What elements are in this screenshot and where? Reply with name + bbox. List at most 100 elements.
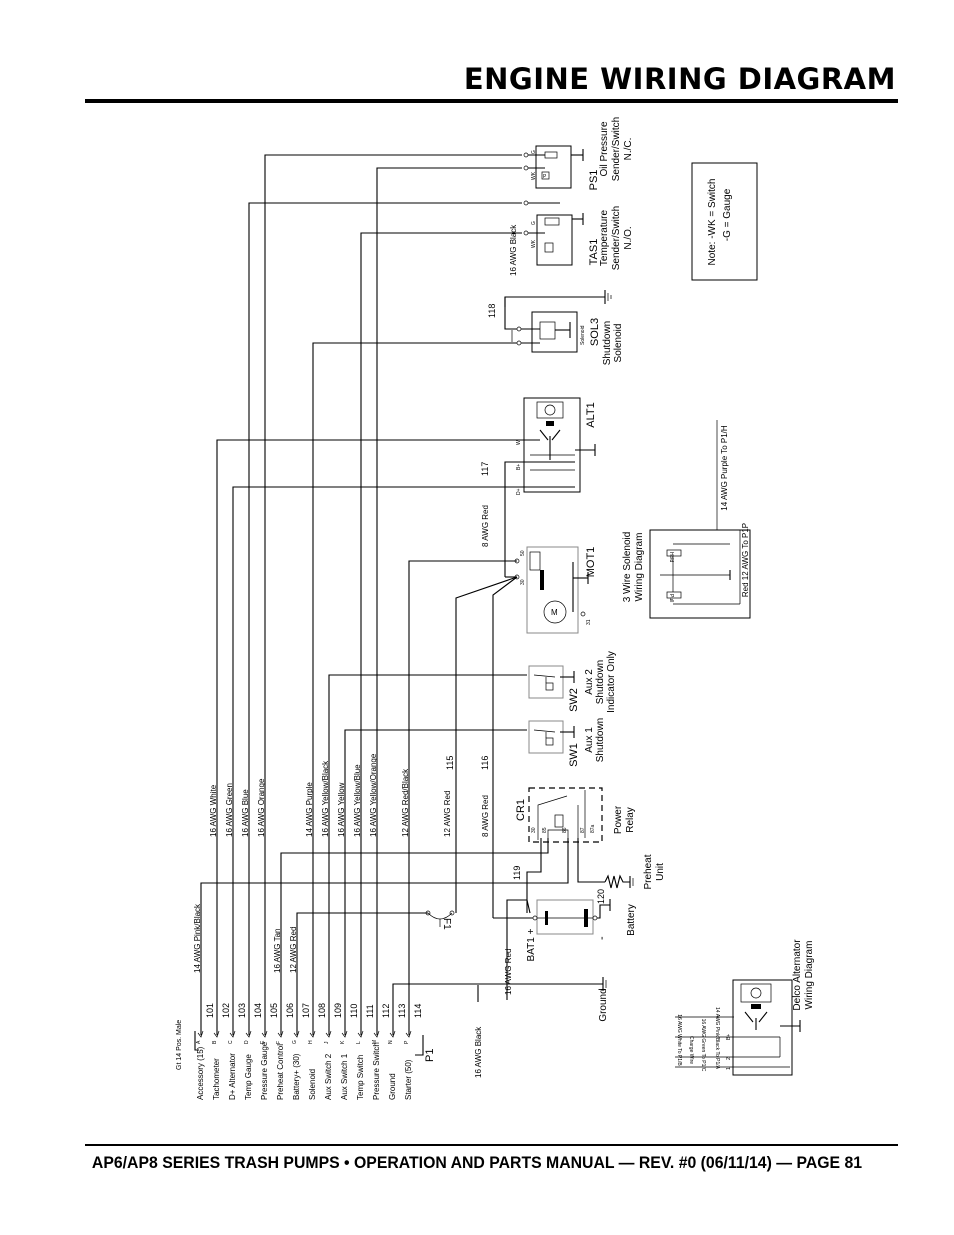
- wire-113: [392, 983, 603, 1035]
- svg-text:M: M: [551, 608, 558, 617]
- pin-terminal-icon: [373, 1030, 380, 1038]
- pin-terminal-icon: [325, 1030, 332, 1038]
- three-wire-solenoid-diagram: Hold Pull 3 Wire Solenoid Wiring Diagram…: [622, 420, 751, 619]
- svg-text:N./O.: N./O.: [623, 226, 634, 249]
- pin-terminal-icon: [309, 1030, 316, 1038]
- wire-103: [232, 486, 517, 1035]
- pin-letter: A: [196, 1040, 202, 1044]
- svg-text:-G = Gauge: -G = Gauge: [722, 188, 733, 241]
- wire-number: 104: [253, 1003, 263, 1018]
- sol3-id: SOL3: [589, 318, 601, 346]
- wire-gauge-label: 16 AWG White: [209, 784, 218, 837]
- pin-letter: B: [212, 1040, 218, 1044]
- wire-112: [376, 167, 522, 1035]
- wire-117: [504, 461, 517, 577]
- wire-number: 112: [381, 1004, 391, 1018]
- wire-gauge-label: 16 AWG Yellow/Orange: [369, 753, 378, 837]
- pin-function-label: Temp Switch: [356, 1055, 365, 1100]
- wire-runs: F1: [200, 154, 605, 1035]
- svg-text:Preheat: Preheat: [643, 854, 654, 889]
- wire-number: 111: [365, 1004, 375, 1018]
- wire-number: 106: [285, 1003, 295, 1018]
- wire-gauge-label: 16 AWG Green: [225, 783, 234, 837]
- pin-function-label: D+ Alternator: [228, 1053, 237, 1100]
- svg-text:1: 1: [726, 1067, 732, 1070]
- pin-letter: H: [308, 1040, 314, 1044]
- pin-letter: K: [340, 1040, 346, 1044]
- ground-symbol-icon: [604, 290, 612, 304]
- wire-101: [200, 838, 569, 1035]
- ground-main: Ground: [598, 977, 609, 1022]
- wire-gauge-label: 16 AWG Yellow: [337, 782, 346, 837]
- header-rule: [85, 99, 898, 103]
- wire-118: [504, 296, 605, 330]
- alt1-alternator: D+ B+ W ALT1: [516, 397, 597, 495]
- bat1-battery: BAT1 + - Battery: [493, 899, 637, 961]
- svg-text:Aux 2: Aux 2: [584, 669, 595, 695]
- pin-terminal-icon: [357, 1030, 364, 1038]
- svg-text:Delco Alternator: Delco Alternator: [792, 939, 803, 1011]
- svg-text:Pull: Pull: [668, 594, 674, 602]
- wire-107: [296, 912, 428, 1035]
- svg-text:WK: WK: [531, 171, 537, 180]
- svg-text:B+: B+: [726, 1034, 732, 1040]
- connector-title: Gt 14 Pos. Male: [176, 1020, 183, 1070]
- wire-cr1-87: [577, 838, 605, 883]
- svg-text:Wiring Diagram: Wiring Diagram: [804, 941, 815, 1010]
- mot1-id: MOT1: [585, 547, 597, 578]
- pin-letter: E: [260, 1040, 266, 1044]
- pin-letter: C: [228, 1040, 234, 1044]
- wire-gauge-label: 12 AWG Red: [289, 927, 298, 973]
- wire-number: 114: [413, 1004, 423, 1018]
- wire-115-number: 115: [445, 756, 455, 770]
- svg-text:W: W: [516, 440, 522, 445]
- wire-115-gauge: 12 AWG Red: [443, 791, 452, 837]
- pin-letter: F: [276, 1041, 282, 1044]
- pin-function-label: Temp Gauge: [244, 1054, 253, 1100]
- wire-number: 102: [221, 1003, 231, 1018]
- wire-gauge-label: 16 AWG Yellow/Blue: [353, 764, 362, 837]
- delco-alternator-diagram: Delco Alternator Wiring Diagram 16 AWG W…: [675, 939, 815, 1076]
- wire-105: [264, 154, 522, 1035]
- svg-text:Sender/Switch: Sender/Switch: [611, 206, 622, 270]
- pin-function-label: Ground: [388, 1073, 397, 1100]
- svg-text:Sender/Switch: Sender/Switch: [611, 117, 622, 181]
- pin-terminal-icon: [341, 1030, 348, 1038]
- pin-function-label: Starter (50): [404, 1059, 413, 1100]
- svg-text:87a: 87a: [590, 824, 596, 833]
- svg-text:16 AWG White To P1/B: 16 AWG White To P1/B: [676, 1014, 682, 1066]
- svg-text:Red 12 AWG To P1P: Red 12 AWG To P1P: [741, 523, 750, 597]
- svg-text:2: 2: [726, 1057, 732, 1060]
- svg-text:BAT1 +: BAT1 +: [526, 928, 537, 961]
- page-title: ENGINE WIRING DIAGRAM: [463, 62, 896, 96]
- sw1-aux1-switch: SW1 Aux 1 Shutdown: [528, 718, 606, 767]
- svg-text:SW1: SW1: [568, 743, 580, 767]
- pin-terminal-icon: [261, 1030, 268, 1038]
- mot1-starter-motor: M 50 30 31 MOT1: [514, 546, 597, 634]
- svg-text:P: P: [543, 174, 547, 180]
- svg-text:Relay: Relay: [625, 807, 636, 833]
- pin-letter: G: [292, 1040, 298, 1044]
- svg-text:16 AWG Green To P1/C: 16 AWG Green To P1/C: [700, 1019, 706, 1072]
- pin-terminal-icon: [277, 1030, 284, 1038]
- svg-text:50: 50: [520, 550, 526, 556]
- svg-text:SW2: SW2: [568, 688, 580, 712]
- tas-black-label: 16 AWG Black: [509, 224, 518, 276]
- page-footer: AP6/AP8 SERIES TRASH PUMPS • OPERATION A…: [91, 1153, 863, 1172]
- wire-gauge-label: 16 AWG Yellow/Black: [321, 760, 330, 837]
- wire-gauge-label: 14 AWG Pink/Black: [193, 903, 202, 973]
- svg-text:N./C.: N./C.: [623, 138, 634, 161]
- pin-function-label: Preheat Control: [276, 1044, 285, 1100]
- pin-terminal-icon: [245, 1030, 252, 1038]
- svg-text:WK: WK: [531, 239, 537, 248]
- sol3-shutdown-solenoid: Solenoid SOL3 Shutdown Solenoid: [511, 311, 624, 365]
- pin-function-label: Tachometer: [212, 1058, 221, 1100]
- svg-text:Unit: Unit: [655, 863, 666, 881]
- wire-116-gauge: 8 AWG Red: [481, 795, 490, 837]
- svg-text:Wiring Diagram: Wiring Diagram: [634, 533, 645, 602]
- wire-109: [328, 674, 527, 1035]
- wire-119-number: 119: [512, 866, 522, 880]
- sw2-aux2-switch: SW2 Aux 2 Shutdown Indicator Only: [528, 651, 617, 713]
- pin-function-label: Aux Switch 2: [324, 1053, 333, 1100]
